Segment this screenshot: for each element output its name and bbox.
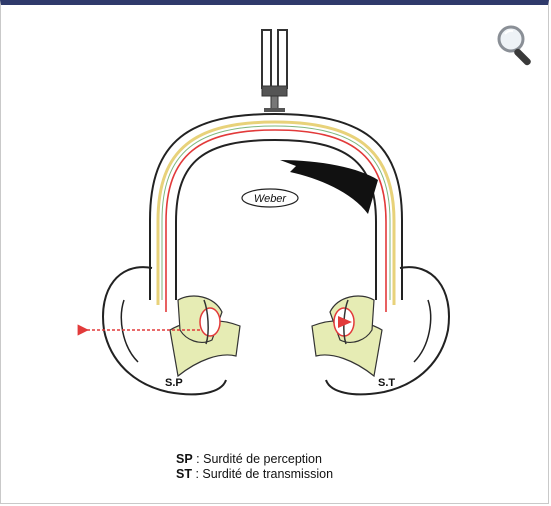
legend-text: : Surdité de perception: [193, 452, 322, 466]
legend-text: : Surdité de transmission: [192, 467, 333, 481]
weber-label-badge: Weber: [242, 189, 298, 207]
legend: SP : Surdité de perception ST : Surdité …: [176, 452, 333, 482]
right-ear-label: S.T: [378, 377, 395, 389]
head-outline: [150, 114, 402, 312]
weber-label: Weber: [254, 193, 288, 205]
left-ear-label: S.P: [165, 377, 183, 389]
tuning-fork-icon: [262, 30, 287, 112]
legend-item-st: ST : Surdité de transmission: [176, 467, 333, 482]
right-ear: [312, 267, 449, 394]
magnifier-icon: [494, 22, 538, 74]
lateralization-arrow: [280, 160, 378, 214]
legend-abbr: SP: [176, 452, 193, 466]
left-ear: [103, 267, 240, 394]
legend-abbr: ST: [176, 467, 192, 481]
zoom-button[interactable]: [494, 22, 538, 74]
legend-item-sp: SP : Surdité de perception: [176, 452, 333, 467]
